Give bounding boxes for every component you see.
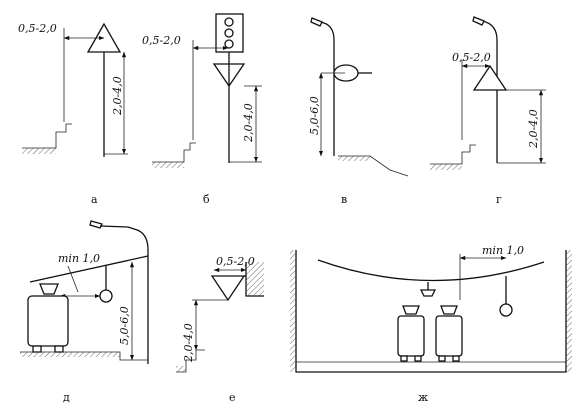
car-wheel: [452, 355, 460, 362]
panel-v: 5,0-6,0 в: [308, 17, 409, 206]
platform-profile: [152, 142, 196, 163]
tram-car: [27, 283, 69, 353]
vertical-dimension-text: 5,0-6,0: [308, 96, 321, 135]
vertical-dimension-text: 2,0-4,0: [182, 323, 195, 363]
panel-a: 0,5-2,0 2,0-4,0 а: [18, 22, 128, 206]
lamp-head: [89, 220, 103, 229]
tram-car: [397, 305, 425, 362]
vertical-dimension-text: 2,0-4,0: [527, 109, 540, 149]
vertical-dimension-text: 5,0-6,0: [118, 306, 131, 345]
ground-hatch: [176, 366, 186, 372]
panel-d: min 1,0 5,0-6,0 д: [20, 220, 149, 404]
signal-lamp-middle: [224, 28, 234, 38]
hanging-lamp: [499, 303, 513, 317]
ground-hatch: [20, 352, 120, 357]
panel-label: е: [229, 391, 236, 404]
vertical-dimension-text: 2,0-4,0: [242, 103, 255, 143]
panel-e: 0,5-2,0 2,0-4,0 е: [176, 255, 264, 404]
horizontal-dimension-text: 0,5-2,0: [452, 51, 491, 64]
inverted-triangle-sign: [210, 275, 246, 302]
car-body: [397, 315, 425, 357]
catenary-wire: [29, 255, 149, 283]
ground-hatch: [22, 148, 56, 154]
panel-zh: min 1,0 ж: [290, 244, 572, 404]
pantograph: [440, 305, 458, 315]
lamp-head: [472, 16, 485, 26]
panel-label: а: [91, 193, 98, 206]
hanging-lamp: [419, 289, 437, 297]
catenary-wire: [317, 259, 545, 282]
car-body: [27, 295, 69, 347]
min-distance-text: min 1,0: [58, 252, 100, 265]
car-wheel: [54, 345, 64, 353]
car-wheel: [32, 345, 42, 353]
panel-label: ж: [418, 391, 428, 404]
panel-g: 0,5-2,0 2,0-4,0 г: [430, 16, 546, 206]
ground-hatch: [338, 156, 370, 161]
platform-profile: [22, 123, 72, 149]
car-body: [435, 315, 463, 357]
leader-line: [67, 265, 79, 293]
panel-label: б: [203, 193, 210, 206]
ground-hatch: [430, 164, 462, 170]
lamp-pole: [127, 226, 149, 364]
platform-profile: [430, 144, 476, 165]
wall-hatch: [246, 262, 264, 296]
pantograph: [39, 283, 59, 295]
lamp-pole: [477, 19, 498, 163]
ground-hatch: [152, 162, 184, 168]
car-wheel: [400, 355, 408, 362]
vertical-dimension-text: 2,0-4,0: [111, 76, 124, 116]
car-wheel: [414, 355, 422, 362]
triangle-sign: [472, 64, 508, 91]
panel-label: в: [341, 193, 347, 206]
signal-lamp-bottom: [224, 39, 234, 49]
right-wall-hatch: [566, 250, 572, 372]
tram-car: [435, 305, 463, 362]
panel-label: г: [496, 193, 502, 206]
min-distance-text: min 1,0: [482, 244, 524, 257]
horizontal-dimension-text: 0,5-2,0: [18, 22, 57, 35]
left-wall-hatch: [290, 250, 296, 372]
panel-label: д: [63, 391, 70, 404]
panel-b: 0,5-2,0 2,0-4,0 б: [142, 13, 262, 206]
horizontal-dimension-text: 0,5-2,0: [216, 255, 255, 268]
signal-lamp-top: [224, 17, 234, 27]
pantograph: [402, 305, 420, 315]
car-wheel: [438, 355, 446, 362]
horizontal-dimension-text: 0,5-2,0: [142, 34, 181, 47]
hanging-lamp: [99, 289, 113, 303]
lamp-arm: [99, 225, 129, 228]
lamp-head: [310, 17, 323, 27]
